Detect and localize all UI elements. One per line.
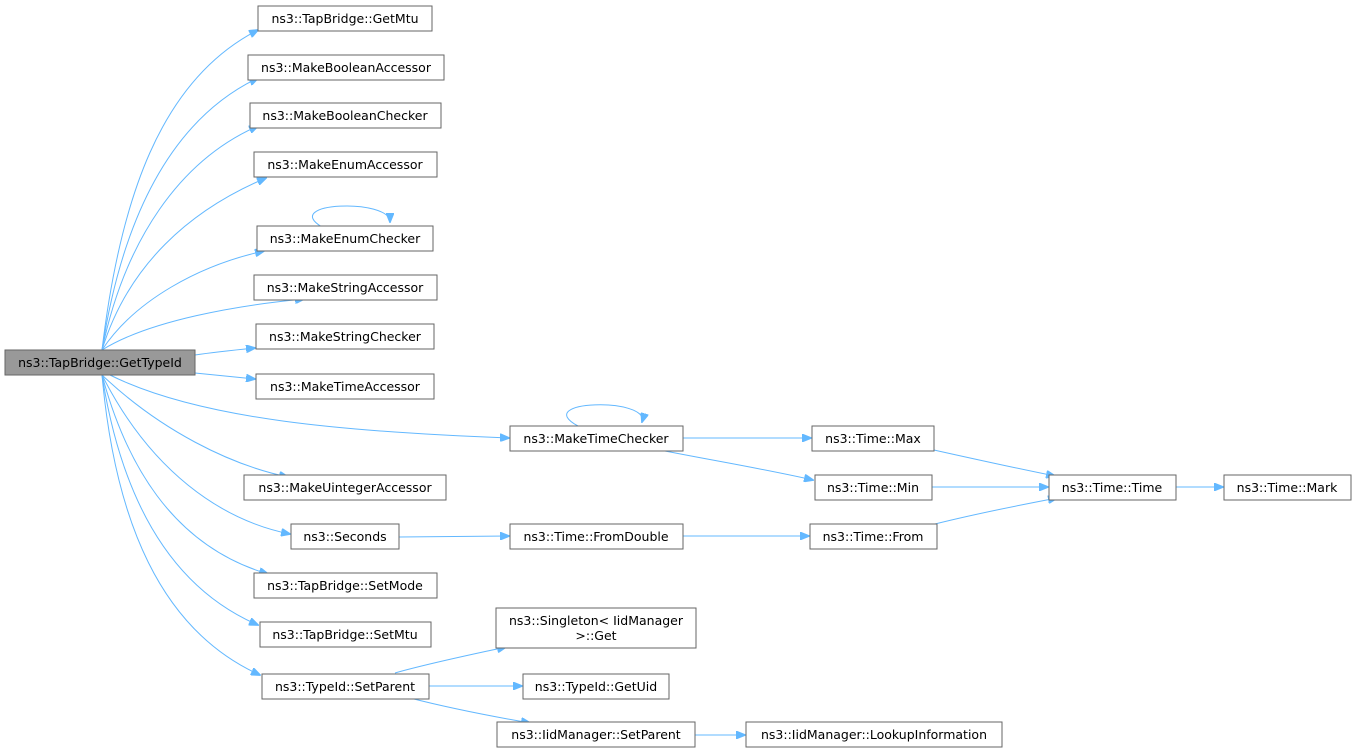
- svg-text:>::Get: >::Get: [575, 628, 616, 643]
- node-iidmanager-setparent[interactable]: ns3::IidManager::SetParent: [496, 721, 696, 748]
- edge-root-mksacc: [101, 299, 304, 351]
- edge-root-mktacc: [194, 372, 255, 379]
- node-make-enum-accessor[interactable]: ns3::MakeEnumAccessor: [253, 151, 438, 178]
- node-iidmanager-lookupinformation[interactable]: ns3::IidManager::LookupInformation: [745, 721, 1003, 748]
- edge-root-mktchk: [109, 374, 509, 438]
- node-time-from[interactable]: ns3::Time::From: [809, 523, 938, 550]
- edge-seconds-fromdouble: [398, 536, 509, 537]
- edge-tfrom-ttime: [934, 498, 1057, 525]
- node-make-boolean-checker[interactable]: ns3::MakeBooleanChecker: [249, 102, 442, 129]
- edge-root-mkbchk: [101, 126, 258, 351]
- svg-text:ns3::TapBridge::GetMtu: ns3::TapBridge::GetMtu: [271, 11, 418, 26]
- edge-root-getmtu: [101, 30, 258, 351]
- edge-root-mkeacc: [101, 178, 266, 351]
- edge-root-mkschk: [194, 348, 255, 356]
- nodes: ns3::TapBridge::GetTypeId ns3::TapBridge…: [4, 5, 1352, 748]
- node-tapbridge-getmtu[interactable]: ns3::TapBridge::GetMtu: [257, 5, 433, 32]
- node-make-boolean-accessor[interactable]: ns3::MakeBooleanAccessor: [247, 54, 445, 81]
- node-tapbridge-setmode[interactable]: ns3::TapBridge::SetMode: [253, 572, 438, 599]
- edge-tidsetparent-singleton: [394, 647, 506, 674]
- svg-text:ns3::TypeId::GetUid: ns3::TypeId::GetUid: [535, 679, 657, 694]
- edge-tidsetparent-iidsetparent: [409, 697, 530, 723]
- edge-root-mkechk: [101, 251, 264, 351]
- node-make-uinteger-accessor[interactable]: ns3::MakeUintegerAccessor: [243, 474, 447, 501]
- edge-root-mkbacc: [101, 78, 258, 351]
- node-make-time-accessor[interactable]: ns3::MakeTimeAccessor: [255, 373, 435, 400]
- node-time-mark[interactable]: ns3::Time::Mark: [1223, 474, 1352, 501]
- node-tapbridge-setmtu[interactable]: ns3::TapBridge::SetMtu: [259, 621, 432, 648]
- svg-text:ns3::MakeTimeChecker: ns3::MakeTimeChecker: [523, 431, 669, 446]
- svg-text:ns3::MakeEnumChecker: ns3::MakeEnumChecker: [270, 231, 421, 246]
- svg-text:ns3::MakeStringChecker: ns3::MakeStringChecker: [269, 329, 422, 344]
- edge-root-setmode: [101, 374, 268, 574]
- edge-mktchk-tmin: [659, 449, 813, 480]
- svg-text:ns3::Time::From: ns3::Time::From: [823, 529, 924, 544]
- svg-text:ns3::Time::Mark: ns3::Time::Mark: [1237, 480, 1338, 495]
- node-singleton-iidmanager-get[interactable]: ns3::Singleton< IidManager >::Get: [495, 607, 697, 649]
- svg-text:ns3::TapBridge::GetTypeId: ns3::TapBridge::GetTypeId: [18, 355, 182, 370]
- edge-tmax-ttime: [924, 447, 1055, 476]
- node-typeid-getuid[interactable]: ns3::TypeId::GetUid: [522, 673, 670, 700]
- svg-text:ns3::MakeTimeAccessor: ns3::MakeTimeAccessor: [270, 379, 421, 394]
- svg-text:ns3::Time::FromDouble: ns3::Time::FromDouble: [523, 529, 668, 544]
- node-time-fromdouble[interactable]: ns3::Time::FromDouble: [509, 523, 684, 550]
- svg-text:ns3::MakeEnumAccessor: ns3::MakeEnumAccessor: [267, 157, 423, 172]
- edge-root-mkuacc: [101, 374, 288, 477]
- edge-mkechk-self: [312, 205, 390, 228]
- svg-text:ns3::MakeBooleanAccessor: ns3::MakeBooleanAccessor: [261, 60, 432, 75]
- node-time-min[interactable]: ns3::Time::Min: [814, 474, 933, 501]
- svg-text:ns3::TypeId::SetParent: ns3::TypeId::SetParent: [275, 679, 415, 694]
- edges: [101, 30, 1223, 735]
- svg-text:ns3::Singleton< IidManager: ns3::Singleton< IidManager: [509, 613, 684, 628]
- node-make-enum-checker[interactable]: ns3::MakeEnumChecker: [256, 225, 434, 252]
- svg-text:ns3::TapBridge::SetMode: ns3::TapBridge::SetMode: [267, 578, 423, 593]
- edge-root-seconds: [101, 374, 290, 534]
- node-typeid-setparent[interactable]: ns3::TypeId::SetParent: [261, 673, 430, 700]
- svg-text:ns3::IidManager::LookupInforma: ns3::IidManager::LookupInformation: [761, 727, 987, 742]
- node-tapbridge-gettypeid[interactable]: ns3::TapBridge::GetTypeId: [4, 349, 196, 376]
- svg-text:ns3::IidManager::SetParent: ns3::IidManager::SetParent: [511, 727, 681, 742]
- svg-text:ns3::Time::Max: ns3::Time::Max: [825, 431, 921, 446]
- edge-root-tidsetparent: [101, 374, 260, 675]
- node-make-string-checker[interactable]: ns3::MakeStringChecker: [255, 323, 435, 350]
- edge-root-setmtu: [101, 374, 258, 625]
- node-make-string-accessor[interactable]: ns3::MakeStringAccessor: [253, 274, 438, 301]
- svg-text:ns3::Time::Time: ns3::Time::Time: [1062, 480, 1163, 495]
- svg-text:ns3::MakeBooleanChecker: ns3::MakeBooleanChecker: [262, 108, 428, 123]
- svg-text:ns3::Time::Min: ns3::Time::Min: [827, 480, 919, 495]
- node-time-max[interactable]: ns3::Time::Max: [811, 425, 935, 452]
- node-make-time-checker[interactable]: ns3::MakeTimeChecker: [509, 425, 684, 452]
- node-time-time[interactable]: ns3::Time::Time: [1048, 474, 1177, 501]
- node-seconds[interactable]: ns3::Seconds: [290, 523, 400, 550]
- svg-text:ns3::MakeStringAccessor: ns3::MakeStringAccessor: [267, 280, 424, 295]
- svg-text:ns3::MakeUintegerAccessor: ns3::MakeUintegerAccessor: [258, 480, 432, 495]
- svg-text:ns3::Seconds: ns3::Seconds: [303, 529, 386, 544]
- edge-mktchk-self: [566, 404, 643, 427]
- svg-text:ns3::TapBridge::SetMtu: ns3::TapBridge::SetMtu: [272, 627, 417, 642]
